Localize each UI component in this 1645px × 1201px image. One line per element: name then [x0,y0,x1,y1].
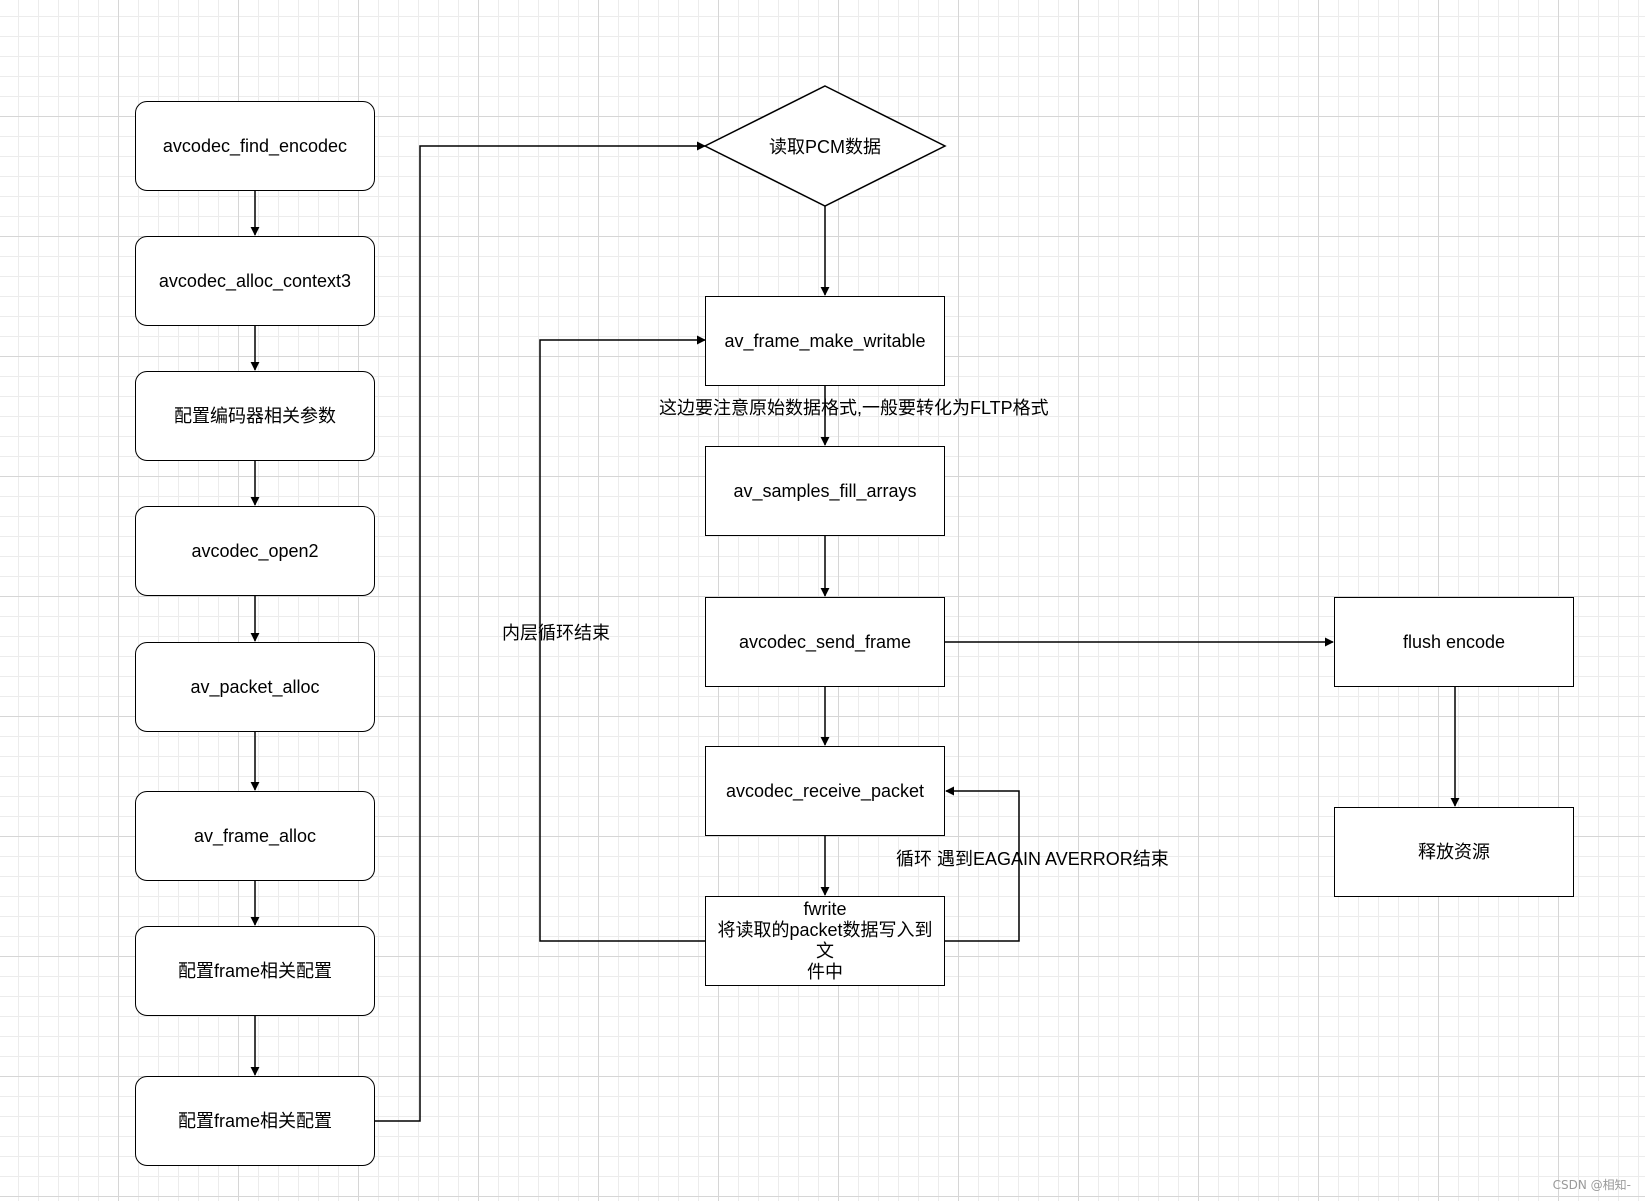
watermark: CSDN @相知- [1552,1178,1631,1192]
node-fwrite-line2: 将读取的packet数据写入到文 [717,920,933,961]
arrow-receive-loop-back [944,786,1020,942]
node-config-encoder-params: 配置编码器相关参数 [135,371,375,461]
node-receive-packet-label: avcodec_receive_packet [725,780,925,801]
decision-shape [703,85,947,207]
node-codec-open: avcodec_open2 [135,506,375,596]
node-fwrite-line1: fwrite [803,899,847,919]
node-codec-open-label: avcodec_open2 [191,540,319,561]
receive-loop-note-label: 循环 遇到EAGAIN AVERROR结束 [896,849,1169,869]
node-packet-alloc-label: av_packet_alloc [190,676,320,697]
inner-loop-end-label: 内层循环结束 [502,623,610,643]
node-fwrite-line3: 件中 [807,962,843,982]
node-frame-make-writable-label: av_frame_make_writable [724,330,926,351]
node-frame-config-1: 配置frame相关配置 [135,926,375,1016]
node-frame-alloc-label: av_frame_alloc [193,825,317,846]
node-frame-config-2: 配置frame相关配置 [135,1076,375,1166]
node-send-frame-label: avcodec_send_frame [738,631,912,652]
arrow-inner-loop-back [539,335,706,942]
node-release-resources: 释放资源 [1334,807,1574,897]
node-release-resources-label: 释放资源 [1418,841,1490,862]
decision-read-pcm: 读取PCM数据 [705,86,945,206]
node-frame-make-writable: av_frame_make_writable [705,296,945,386]
decision-read-pcm-label: 读取PCM数据 [769,137,881,157]
node-receive-packet: avcodec_receive_packet [705,746,945,836]
node-flush-encode: flush encode [1334,597,1574,687]
node-send-frame: avcodec_send_frame [705,597,945,687]
node-frame-config-2-label: 配置frame相关配置 [177,1110,332,1131]
node-packet-alloc: av_packet_alloc [135,642,375,732]
node-alloc-context-label: avcodec_alloc_context3 [158,270,352,291]
node-find-encoder-label: avcodec_find_encodec [162,135,348,156]
node-fwrite: fwrite 将读取的packet数据写入到文 件中 [705,896,945,986]
node-samples-fill-arrays-label: av_samples_fill_arrays [733,480,917,501]
format-note-label: 这边要注意原始数据格式,一般要转化为FLTP格式 [659,398,1049,418]
node-samples-fill-arrays: av_samples_fill_arrays [705,446,945,536]
node-frame-alloc: av_frame_alloc [135,791,375,881]
node-find-encoder: avcodec_find_encodec [135,101,375,191]
node-config-encoder-params-label: 配置编码器相关参数 [174,405,336,426]
node-alloc-context: avcodec_alloc_context3 [135,236,375,326]
node-frame-config-1-label: 配置frame相关配置 [177,960,332,981]
node-flush-encode-label: flush encode [1402,631,1506,652]
arrow-config-to-read-pcm [375,141,706,1122]
